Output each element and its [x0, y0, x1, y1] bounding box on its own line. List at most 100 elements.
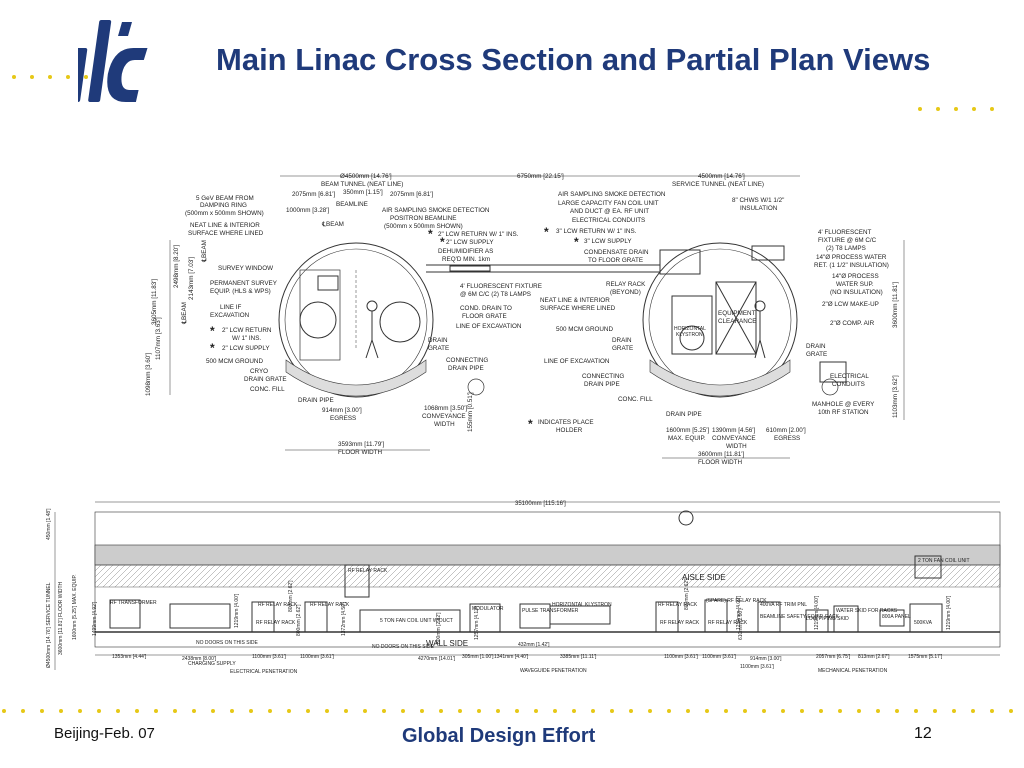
label-beyond: (BEYOND): [610, 289, 641, 296]
star-marker-2: *: [440, 235, 445, 249]
label-fluorescent-left-2: @ 6M C/C (2) T8 LAMPS: [460, 291, 531, 298]
label-cond-drain: COND. DRAIN TO: [460, 305, 512, 312]
plan-dim-vertical: 800mm [2.62']: [288, 580, 294, 612]
label-relay-rack: RELAY RACK: [606, 281, 646, 288]
label-drain-pipe-bottom-right: DRAIN PIPE: [666, 411, 702, 418]
plan-equipment-label: RF RELAY RACK: [256, 620, 296, 626]
label-water-sup: WATER SUP.: [836, 281, 874, 288]
label-line-excavation-left: LINE OF EXCAVATION: [456, 323, 522, 330]
dim-tunnel-spacing: 6750mm [22.15']: [517, 173, 564, 180]
decorative-dot: [344, 709, 348, 713]
label-electrical-conduits-right: ELECTRICAL CONDUITS: [572, 217, 645, 224]
label-to-floor-grate: TO FLOOR GRATE: [588, 257, 643, 264]
plan-dim-vertical: 800mm [2.62']: [436, 612, 442, 644]
label-process: 14"Ø PROCESS: [832, 273, 879, 280]
plan-dim-horizontal: 1100mm [3.61']: [740, 664, 775, 670]
label-ret-insulation: RET. (1 1/2" INSULATION): [814, 262, 889, 269]
dim-1000: 1000mm [3.28']: [286, 207, 329, 214]
dim-3600-right: 3600mm [11.81']: [892, 282, 899, 328]
label-surface-lined-right: SURFACE WHERE LINED: [540, 305, 616, 312]
decorative-dot: [211, 709, 215, 713]
label-condensate-drain: CONDENSATE DRAIN: [584, 249, 649, 256]
decorative-dots-bottom: [2, 709, 1013, 713]
dim-service-tunnel-dia: 4500mm [14.76']: [698, 173, 745, 180]
plan-equipment-label: 5 TON FAN COIL UNIT W/DUCT: [380, 618, 453, 624]
star-marker-legend: *: [528, 417, 533, 431]
label-insulation: INSULATION: [740, 205, 778, 212]
plan-side-dim: 1600mm [5.25'] MAX. EQUIP.: [72, 574, 78, 640]
star-marker-5: *: [210, 324, 215, 338]
plan-equipment-label: 500KVA: [914, 620, 933, 626]
decorative-dot: [781, 709, 785, 713]
plan-equipment-label: WATER SKID FOR RACKS: [836, 608, 898, 614]
star-marker-4: *: [574, 235, 579, 249]
label-connecting-right: CONNECTING: [582, 373, 624, 380]
label-permanent-survey: PERMANENT SURVEY: [210, 280, 278, 287]
decorative-dot: [724, 709, 728, 713]
plan-equipment-label: LOW PIPING SKID: [806, 616, 849, 622]
decorative-dot: [116, 709, 120, 713]
decorative-dot: [572, 709, 576, 713]
dim-1098: 1098mm [3.60']: [145, 353, 152, 396]
plan-equipment-label: RF RELAY RACK: [258, 602, 298, 608]
decorative-dot: [838, 709, 842, 713]
page-number: 12: [914, 725, 932, 742]
dim-1107: 1107mm [3.63']: [155, 317, 162, 360]
decorative-dot: [21, 709, 25, 713]
decorative-dot: [990, 709, 994, 713]
dim-1390: 1390mm [4.56']: [712, 427, 755, 434]
label-conveyance-left: CONVEYANCE: [422, 413, 466, 420]
plan-dim-vertical: 1219mm [4.00']: [736, 595, 742, 630]
label-process-water-ret: 14"Ø PROCESS WATER: [816, 254, 887, 261]
decorative-dot: [135, 709, 139, 713]
label-lcw-supply-3in: 3" LCW SUPPLY: [584, 238, 632, 245]
label-rf-station: 10th RF STATION: [818, 409, 869, 416]
plan-equipment-label: 800A PANEL: [882, 614, 911, 620]
decorative-dot: [401, 709, 405, 713]
label-egress-left: EGRESS: [330, 415, 356, 422]
label-manhole: MANHOLE @ EVERY: [812, 401, 875, 408]
label-drain-right-1: DRAIN: [612, 337, 632, 344]
label-electrical: ELECTRICAL: [830, 373, 869, 380]
label-floor-grate: FLOOR GRATE: [462, 313, 507, 320]
plan-dim-horizontal: 1353mm [4.44']: [112, 654, 147, 660]
label-no-insulation: (NO INSULATION): [830, 289, 883, 296]
plan-equipment-label: RF RELAY RACK: [708, 620, 748, 626]
label-width-left: WIDTH: [434, 421, 455, 428]
decorative-dot: [477, 709, 481, 713]
plan-side-dim: 450mm [1.48']: [46, 508, 52, 540]
label-beam-tunnel: BEAM TUNNEL (NEAT LINE): [321, 181, 403, 188]
label-cl-beam-2: ℄BEAM: [181, 302, 188, 325]
label-neat-line-left: NEAT LINE & INTERIOR: [190, 222, 260, 229]
decorative-dot: [325, 709, 329, 713]
plan-dim-vertical: 610mm [2.00']: [738, 608, 744, 640]
plan-equipment-label: RF RELAY RACK: [310, 602, 350, 608]
label-wall-side: WALL SIDE: [426, 639, 468, 648]
label-grate-right-1: GRATE: [612, 345, 633, 352]
decorative-dot: [230, 709, 234, 713]
slide-title: Main Linac Cross Section and Partial Pla…: [216, 42, 931, 77]
label-klystron: KLYSTRON: [676, 332, 703, 338]
star-marker-3: *: [544, 225, 549, 239]
decorative-dot: [306, 709, 310, 713]
decorative-dot: [1009, 709, 1013, 713]
plan-dim-horizontal: 3385mm [11.11']: [560, 654, 597, 660]
service-tunnel-outline: [642, 242, 798, 398]
plan-note: ELECTRICAL PENETRATION: [230, 669, 298, 675]
decorative-dot: [249, 709, 253, 713]
label-lcw-makeup: 2"Ø LCW MAKE-UP: [822, 301, 879, 308]
label-egress-right: EGRESS: [774, 435, 800, 442]
label-lcw-supply-2in: 2" LCW SUPPLY: [446, 239, 494, 246]
decorative-dot: [819, 709, 823, 713]
decorative-dot: [173, 709, 177, 713]
dim-2075-right: 2075mm [6.81']: [390, 191, 433, 198]
label-drain-grate: DRAIN GRATE: [244, 376, 287, 383]
label-5gev-beam: 5 GeV BEAM FROM: [196, 195, 254, 202]
decorative-dot: [40, 709, 44, 713]
plan-dim-horizontal: 1100mm [3.61']: [702, 654, 737, 660]
plan-view-aisle: [94, 544, 1001, 566]
label-indicates-place: INDICATES PLACE: [538, 419, 594, 426]
label-drain-pipe-right: DRAIN PIPE: [584, 381, 620, 388]
plan-dim-horizontal: 2438mm [8.00']: [182, 656, 217, 662]
